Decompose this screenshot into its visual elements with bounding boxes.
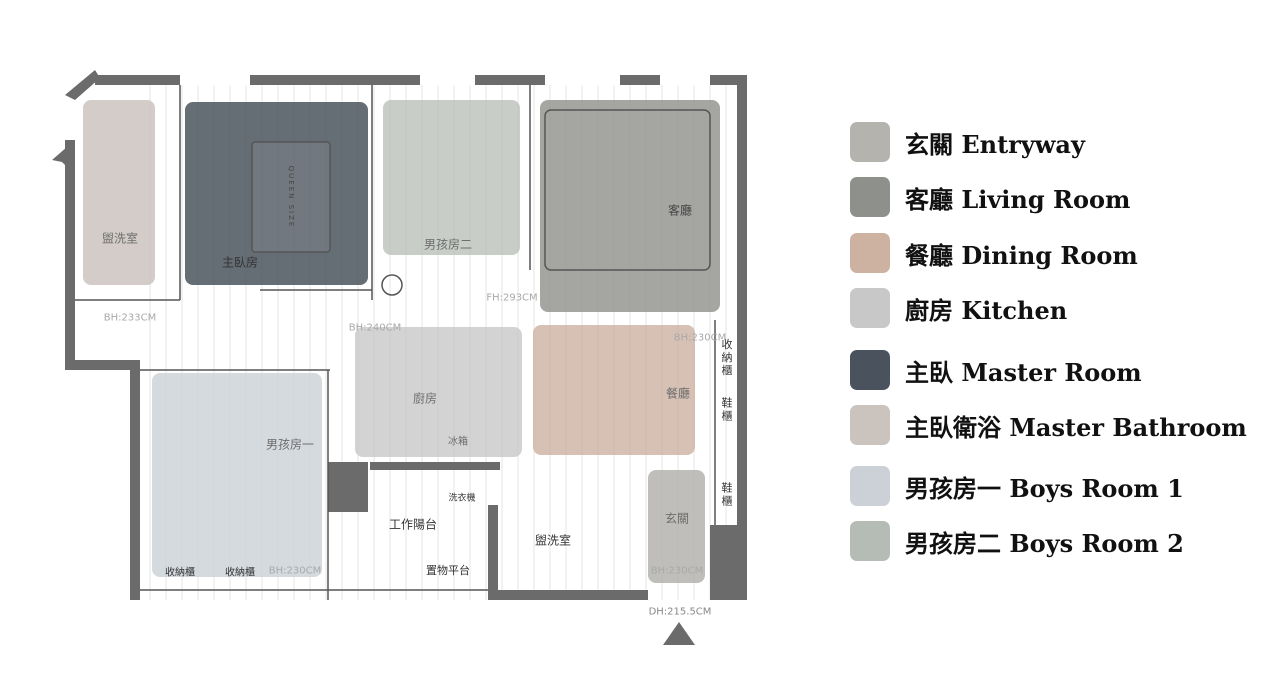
label-dining: 餐廳 xyxy=(665,386,691,401)
legend-item-living: 客廳 Living Room xyxy=(850,177,1130,217)
label-fridge: 冰箱 xyxy=(448,436,468,448)
label-kitchen: 廚房 xyxy=(412,391,438,406)
dim-dh-215: DH:215.5CM xyxy=(648,606,712,618)
room-boys-room-2 xyxy=(383,100,520,255)
legend-swatch xyxy=(850,122,890,162)
room-master-room xyxy=(185,102,368,285)
legend-item-entryway: 玄關 Entryway xyxy=(850,122,1085,162)
legend-swatch xyxy=(850,466,890,506)
legend-item-kitchen: 廚房 Kitchen xyxy=(850,288,1067,328)
room-entryway xyxy=(648,470,705,583)
legend-swatch xyxy=(850,177,890,217)
legend-swatch xyxy=(850,288,890,328)
room-kitchen xyxy=(355,327,522,457)
dim-fh-293: FH:293CM xyxy=(486,292,538,304)
label-boys-room-1: 男孩房一 xyxy=(265,437,315,452)
legend-swatch xyxy=(850,233,890,273)
label-storage-1: 收納櫃 xyxy=(165,567,195,579)
label-shoe-cabinet-1: 鞋櫃 xyxy=(720,397,733,423)
label-master-bath: 盥洗室 xyxy=(101,231,139,246)
label-storage-cabinet: 收納櫃 xyxy=(720,338,733,378)
legend-label: 餐廳 Dining Room xyxy=(905,240,1138,270)
legend-label: 主臥衛浴 Master Bathroom xyxy=(905,412,1247,442)
dim-bh-230-dining: BH:230CM xyxy=(673,332,727,344)
label-bed-size: QUEEN SIZE xyxy=(287,165,295,229)
room-dining xyxy=(533,325,695,455)
label-entry: 玄關 xyxy=(664,511,690,526)
legend-item-master-room: 主臥 Master Room xyxy=(850,350,1142,390)
legend-label: 客廳 Living Room xyxy=(905,184,1131,214)
interior-lines xyxy=(75,85,716,600)
legend-label: 男孩房一 Boys Room 1 xyxy=(905,473,1184,503)
dim-bh-233: BH:233CM xyxy=(103,312,157,324)
legend-item-dining: 餐廳 Dining Room xyxy=(850,233,1138,273)
label-storage-platform: 置物平台 xyxy=(426,564,470,577)
label-washer: 洗衣機 xyxy=(448,493,476,504)
legend-item-boys-room-2: 男孩房二 Boys Room 2 xyxy=(850,521,1184,561)
label-living: 客廳 xyxy=(667,203,693,218)
legend-swatch xyxy=(850,521,890,561)
label-shoe-cabinet-2: 鞋櫃 xyxy=(720,482,733,508)
label-utility-balcony: 工作陽台 xyxy=(388,517,438,532)
label-master-room: 主臥房 xyxy=(221,255,259,270)
label-boys-room-2: 男孩房二 xyxy=(423,237,473,252)
dim-bh-230-boys: BH:230CM xyxy=(268,565,322,577)
legend-label: 玄關 Entryway xyxy=(905,129,1085,159)
legend-item-master-bathroom: 主臥衛浴 Master Bathroom xyxy=(850,405,1247,445)
room-boys-room-1 xyxy=(152,373,322,577)
dim-bh-230-entry: BH:230CM xyxy=(650,565,704,577)
dim-bh-240: BH:240CM xyxy=(348,322,402,334)
legend-label: 男孩房二 Boys Room 2 xyxy=(905,528,1184,558)
room-overlays xyxy=(83,100,720,583)
walls xyxy=(52,70,747,600)
room-living xyxy=(540,100,720,312)
legend-swatch xyxy=(850,350,890,390)
legend-label: 主臥 Master Room xyxy=(905,357,1142,387)
entrance-marker xyxy=(663,622,695,645)
label-storage-2: 收納櫃 xyxy=(225,567,255,579)
legend-swatch xyxy=(850,405,890,445)
label-bathroom: 盥洗室 xyxy=(534,533,572,548)
legend-label: 廚房 Kitchen xyxy=(905,295,1068,325)
room-master-bathroom xyxy=(83,100,155,285)
legend-item-boys-room-1: 男孩房一 Boys Room 1 xyxy=(850,466,1184,506)
